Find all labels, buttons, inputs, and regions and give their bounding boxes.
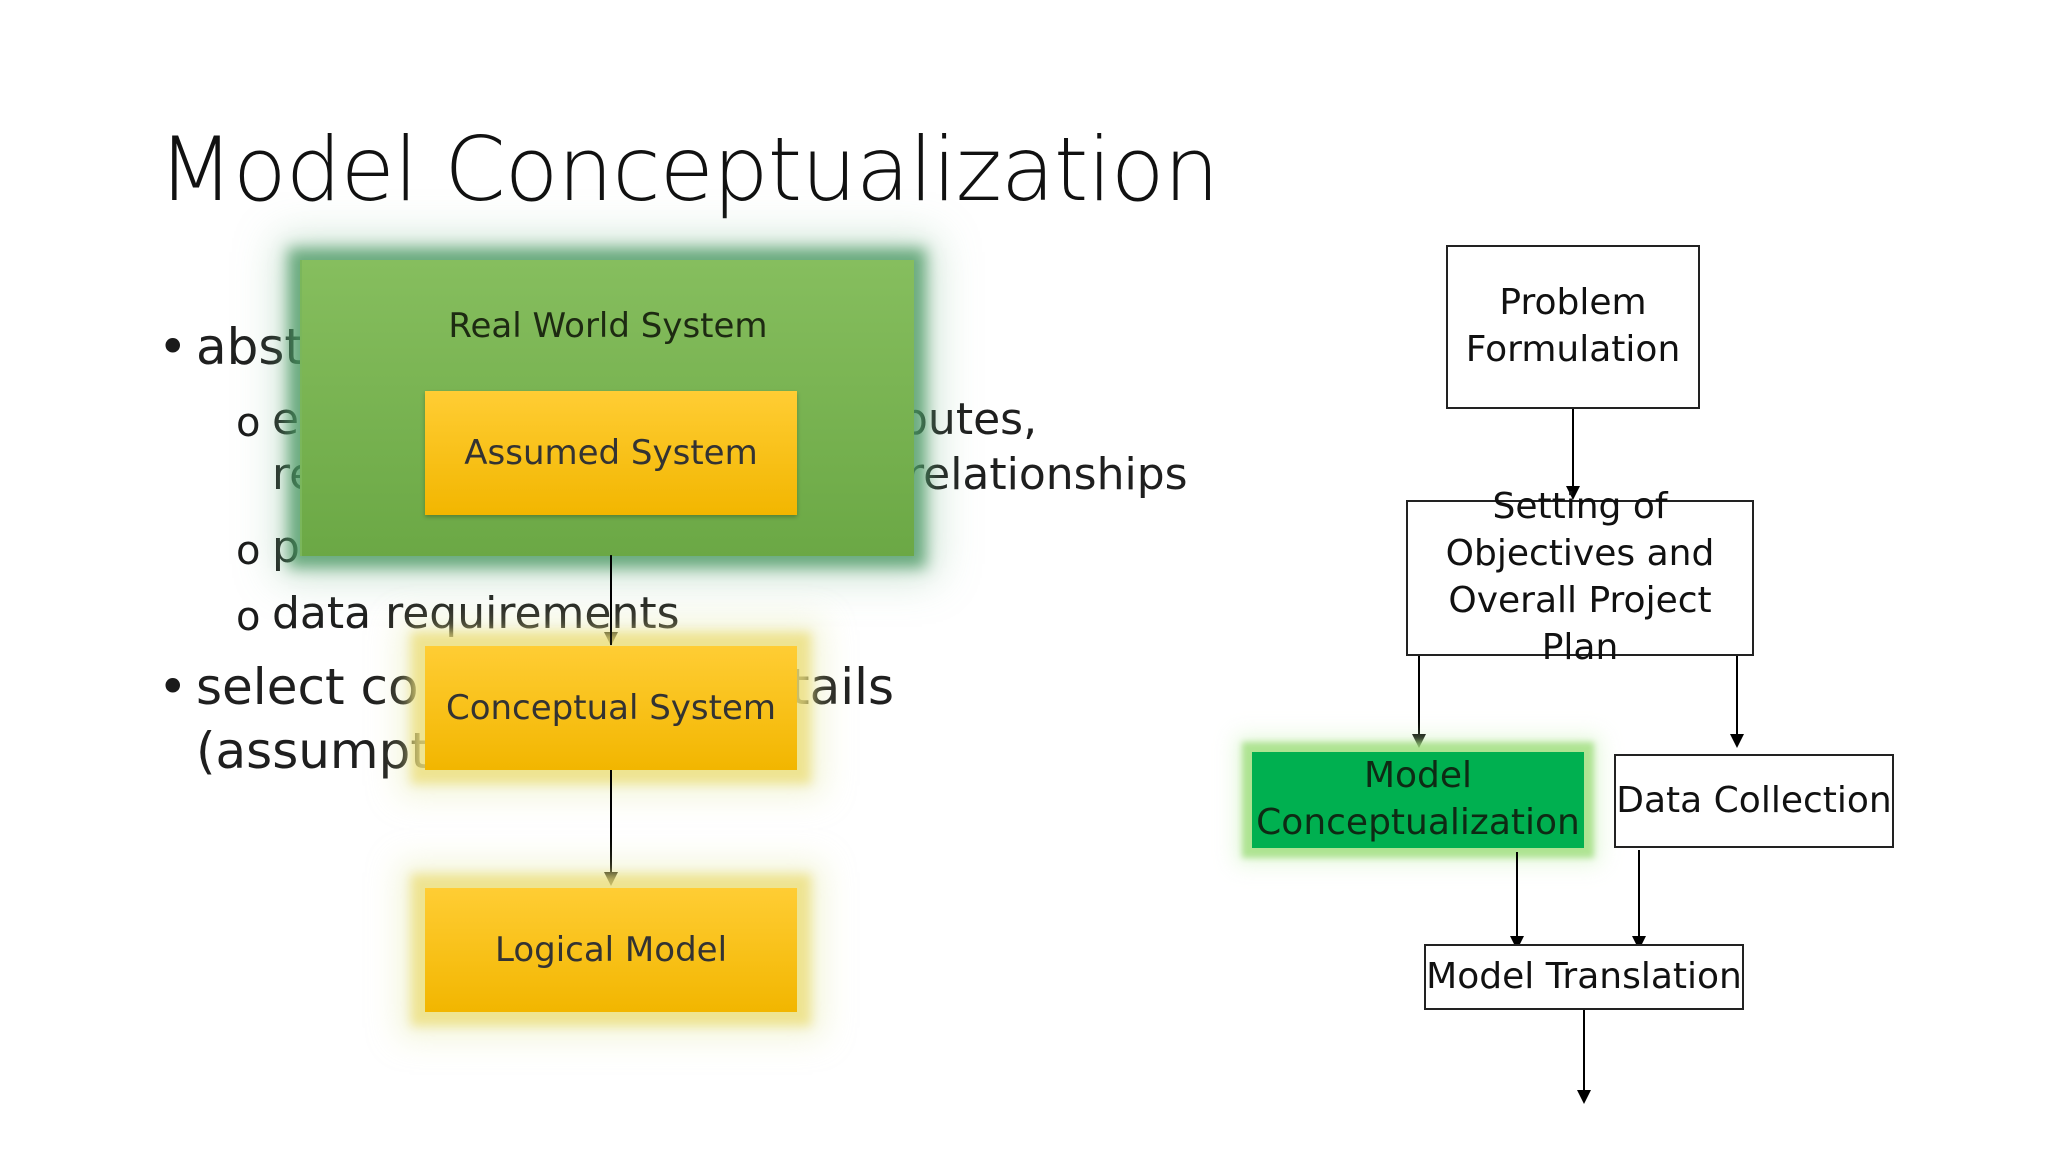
arrow-head-icon [1730, 734, 1744, 748]
bullet-2-text-left: select co [196, 658, 419, 716]
sub-bullet-icon: o [236, 528, 261, 574]
arrow-line [1516, 852, 1518, 942]
data-collection-box: Data Collection [1614, 754, 1894, 848]
conceptual-system-label: Conceptual System [445, 688, 777, 728]
arrow-line [1638, 850, 1640, 942]
sub-bullet-2-text: p [272, 522, 300, 573]
slide-title: Model Conceptualization [158, 118, 1219, 221]
objectives-plan-box: Setting of Objectives and Overall Projec… [1406, 486, 1754, 668]
arrow-line [1736, 656, 1738, 738]
model-conceptualization-box: Model Conceptualization [1252, 752, 1584, 848]
bullet-1-text: abst [196, 318, 305, 376]
arrow-line [1572, 409, 1574, 490]
arrow-head-icon [1577, 1090, 1591, 1104]
bullet-2-text-line2: (assumpti [196, 722, 444, 780]
arrow-head-icon [1412, 734, 1426, 748]
sub-bullet-icon: o [236, 594, 261, 640]
assumed-system-label: Assumed System [464, 433, 758, 473]
logical-model-box: Logical Model [425, 888, 797, 1012]
sub-bullet-1-line1-left: e [272, 394, 300, 445]
logical-model-label: Logical Model [494, 930, 728, 970]
sub-bullet-icon: o [236, 400, 261, 446]
problem-formulation-label: Problem Formulation [1465, 282, 1681, 370]
bullet-icon: • [158, 318, 188, 376]
problem-formulation-box: Problem Formulation [1446, 245, 1700, 409]
model-conceptualization-label: Model Conceptualization [1256, 755, 1580, 843]
arrow-head-icon [1566, 486, 1580, 500]
model-translation-box: Model Translation [1424, 944, 1744, 1010]
arrow-line [1583, 1010, 1585, 1096]
arrow-head-icon [604, 872, 618, 886]
assumed-system-box: Assumed System [425, 391, 797, 515]
bullet-icon: • [158, 658, 188, 716]
arrow-line [610, 770, 612, 878]
sub-bullet-1-line2-right: relationships [906, 449, 1188, 500]
sub-bullet-1-line1-right: butes, [900, 394, 1038, 445]
objectives-plan-label: Setting of Objectives and Overall Projec… [1445, 486, 1715, 668]
real-world-system-label: Real World System [448, 306, 768, 346]
bullet-2-text-right: tails [790, 658, 895, 716]
conceptual-system-box: Conceptual System [425, 646, 797, 770]
arrow-line-overlay [610, 555, 612, 645]
model-translation-label: Model Translation [1426, 955, 1742, 997]
data-collection-label: Data Collection [1616, 779, 1892, 821]
arrow-line [1418, 656, 1420, 738]
sub-bullet-3-text: data requirements [272, 588, 680, 639]
